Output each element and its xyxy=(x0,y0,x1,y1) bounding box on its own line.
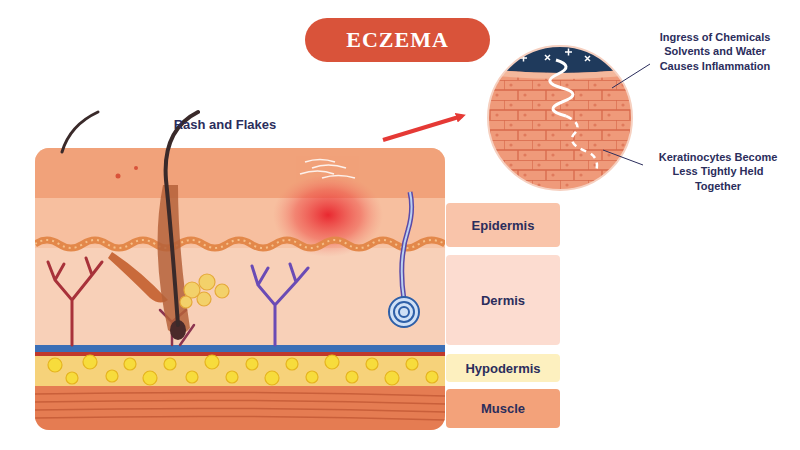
layer-label-box: Muscle xyxy=(446,389,560,428)
layer-name: Muscle xyxy=(481,401,525,416)
region-label: Rash and Flakes xyxy=(150,117,300,133)
leader-line xyxy=(603,150,643,165)
layer-name: Hypodermis xyxy=(465,361,540,376)
layer-label-box: Epidermis xyxy=(446,203,560,247)
layer-name: Epidermis xyxy=(472,218,535,233)
title-banner: ECZEMA xyxy=(305,18,490,62)
layer-label-box: Dermis xyxy=(446,255,560,345)
callout-text: Keratinocytes Become Less Tightly Held T… xyxy=(648,150,788,193)
leader-line xyxy=(612,64,650,88)
callout-text: Ingress of Chemicals Solvents and Water … xyxy=(655,30,775,73)
layer-name: Dermis xyxy=(481,293,525,308)
zoom-arrow xyxy=(383,116,462,140)
hair xyxy=(62,112,98,152)
zoom-circle xyxy=(480,40,640,194)
skin-block xyxy=(35,148,445,430)
layer-label-box: Hypodermis xyxy=(446,354,560,382)
hair xyxy=(166,112,198,325)
